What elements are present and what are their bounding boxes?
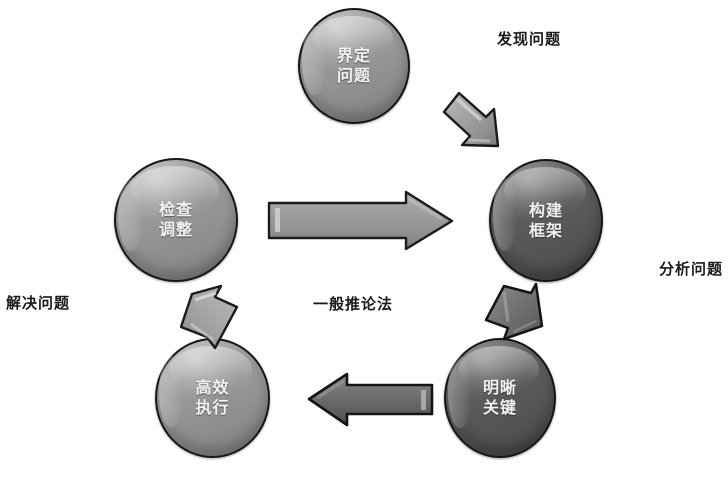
node-framework[interactable]: 构建 框架 [489, 159, 603, 282]
caption-discover: 发现问题 [497, 30, 562, 48]
node-execute-line1: 高效 [195, 378, 230, 398]
node-framework-line2: 框架 [528, 220, 563, 240]
node-define-line1: 界定 [336, 46, 371, 66]
node-clarify-line2: 关键 [482, 398, 517, 417]
caption-center-title: 一般推论法 [313, 295, 394, 313]
node-define[interactable]: 界定 问题 [298, 8, 410, 124]
caption-analyze: 分析问题 [659, 260, 724, 278]
node-review[interactable]: 检查 调整 [114, 158, 238, 282]
arrow-review-to-framework [266, 190, 456, 252]
node-define-line2: 问题 [336, 66, 371, 85]
arrow-execute-to-review [175, 282, 251, 356]
arrow-define-to-framework [432, 88, 516, 166]
node-review-line2: 调整 [158, 220, 193, 239]
node-clarify-line1: 明晰 [482, 378, 517, 398]
node-execute[interactable]: 高效 执行 [155, 338, 270, 458]
node-framework-line1: 构建 [528, 200, 563, 220]
arrow-framework-to-clarify [480, 282, 552, 356]
node-clarify[interactable]: 明晰 关键 [444, 338, 556, 458]
node-review-line1: 检查 [158, 200, 193, 220]
caption-solve: 解决问题 [6, 294, 71, 312]
arrow-clarify-to-execute [305, 371, 435, 429]
node-execute-line2: 执行 [195, 398, 230, 417]
